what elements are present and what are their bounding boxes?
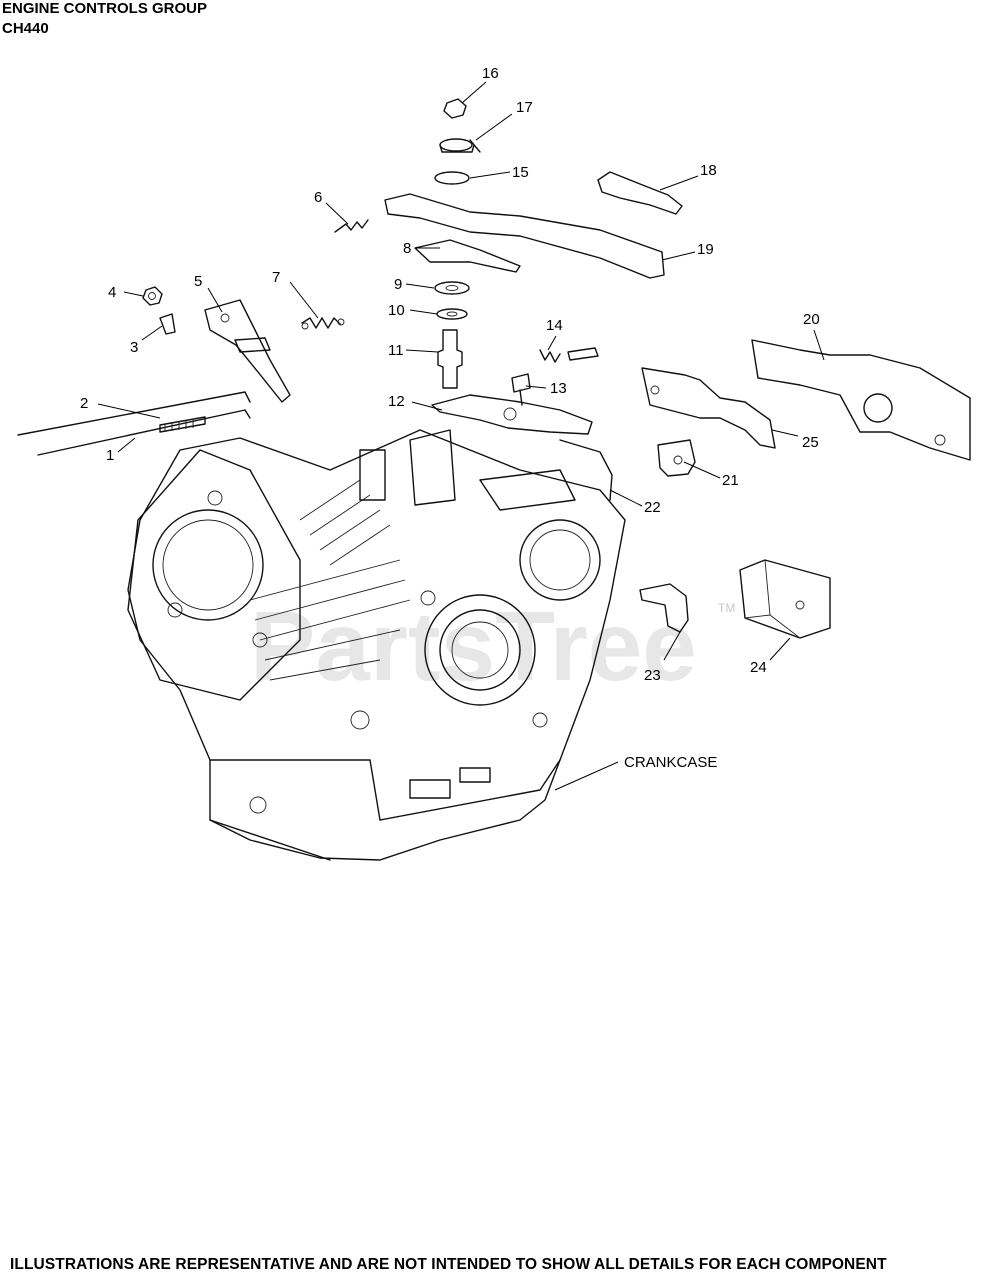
callout-18: 18 [700,162,717,179]
callout-16: 16 [482,65,499,82]
parts-drawings [17,98,971,639]
crankcase-drawing [127,429,626,861]
callout-2: 2 [80,395,88,412]
crankcase-label: CRANKCASE [624,754,717,771]
callout-13: 13 [550,380,567,397]
callout-22: 22 [644,499,661,516]
callout-3: 3 [130,339,138,356]
diagram-title: ENGINE CONTROLS GROUP [2,0,208,17]
callout-12: 12 [388,393,405,410]
callout-1: 1 [106,447,114,464]
watermark-tm: TM [718,601,735,615]
callout-5: 5 [194,273,202,290]
callout-17: 17 [516,99,533,116]
callout-10: 10 [388,302,405,319]
callout-19: 19 [697,241,714,258]
disclaimer-footer: ILLUSTRATIONS ARE REPRESENTATIVE AND ARE… [10,1256,887,1273]
callout-23: 23 [644,667,661,684]
callout-24: 24 [750,659,767,676]
callout-7: 7 [272,269,280,286]
watermark-text: PartsTree [250,591,697,701]
callout-15: 15 [512,164,529,181]
callout-25: 25 [802,434,819,451]
watermark: PartsTree TM [250,591,735,701]
callout-9: 9 [394,276,402,293]
leader-lines [97,81,825,791]
callouts: 1 2 3 4 5 6 7 8 9 10 11 12 13 14 15 16 1… [80,65,820,771]
callout-20: 20 [803,311,820,328]
callout-6: 6 [314,189,322,206]
callout-4: 4 [108,284,116,301]
callout-11: 11 [388,342,404,359]
callout-14: 14 [546,317,563,334]
engine-model: CH440 [2,20,49,37]
callout-8: 8 [403,240,411,257]
callout-21: 21 [722,472,739,489]
